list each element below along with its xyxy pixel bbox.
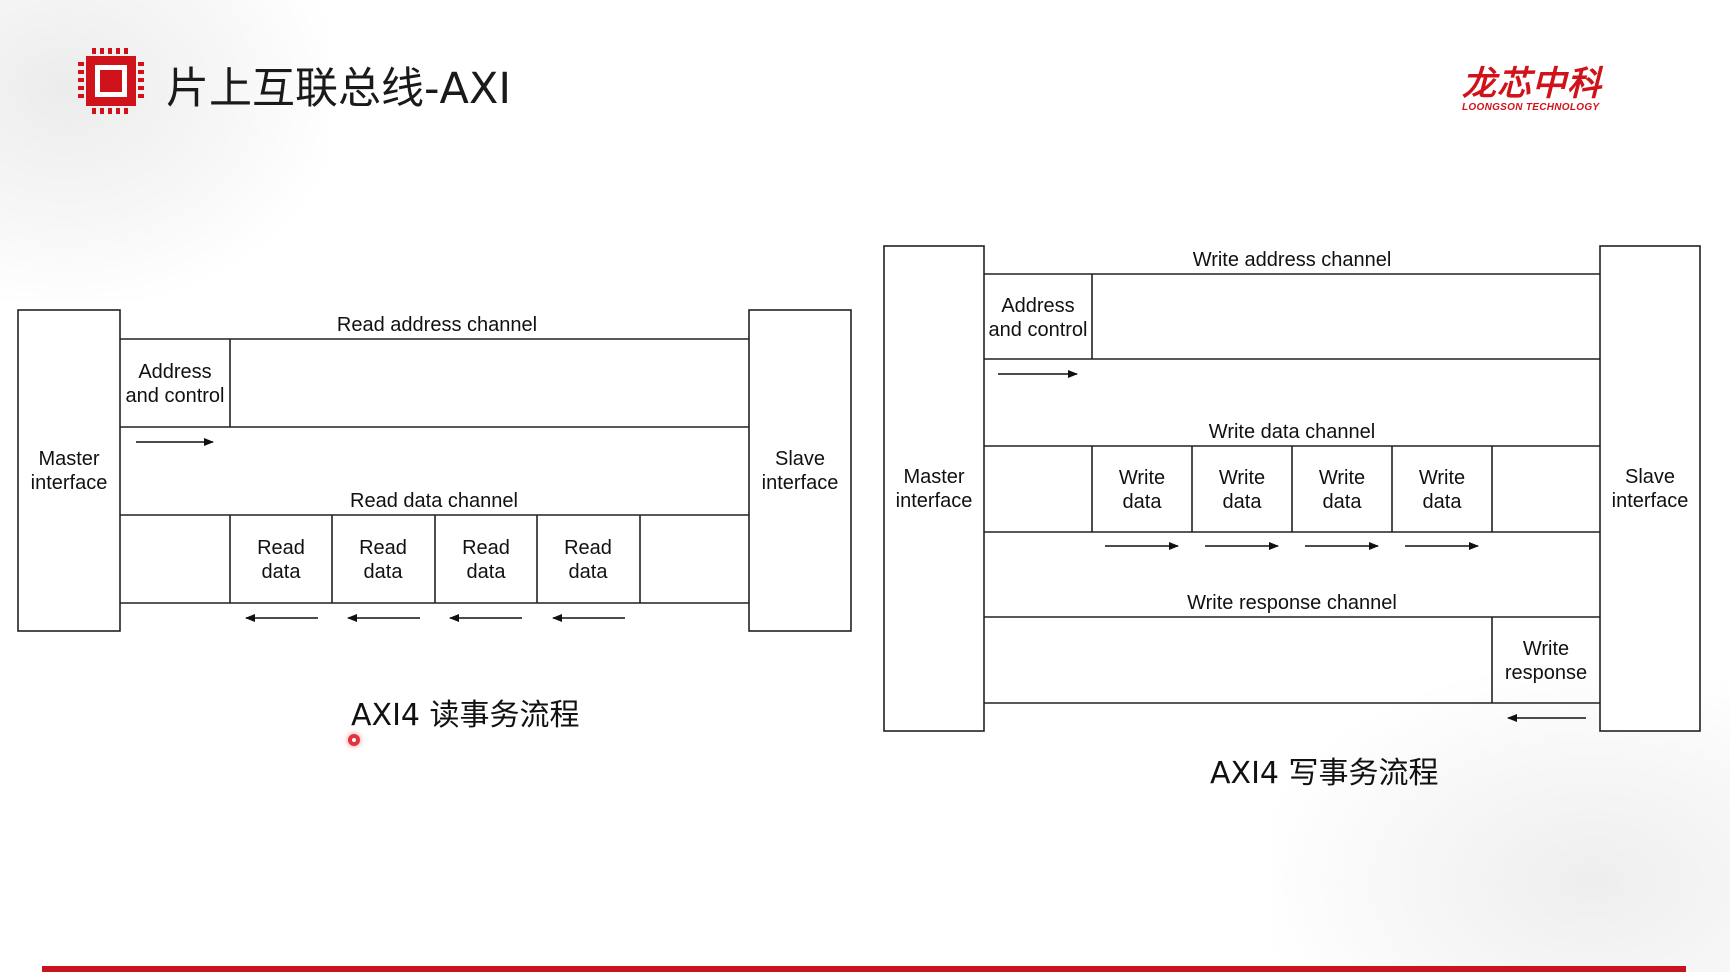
read-data-block-3-label-2: data [467, 561, 507, 583]
write-data-block-3-label-1: Write [1319, 467, 1365, 489]
write-resp-block-label-1: Write [1523, 638, 1569, 660]
read-addr-block-label-1: Address [138, 361, 211, 383]
logo-wordmark-en: LOONGSON TECHNOLOGY [1462, 102, 1600, 113]
read-master-label-2: interface [31, 472, 108, 494]
page-title: 片上互联总线-AXI [166, 64, 512, 114]
read-data-channel-label: Read data channel [350, 490, 518, 512]
write-diagram: Master interface Slave interface Write a… [883, 245, 1701, 732]
read-master-box [17, 309, 121, 632]
read-slave-box [748, 309, 852, 632]
laser-pointer-dot [348, 734, 360, 746]
write-data-block-3-label-2: data [1323, 491, 1363, 513]
read-slave-label-1: Slave [775, 448, 825, 470]
read-data-block-2-label-2: data [364, 561, 404, 583]
write-master-label-1: Master [903, 466, 964, 488]
write-caption: AXI4 写事务流程 [1210, 756, 1439, 791]
bottom-accent-bar [42, 966, 1686, 972]
write-slave-label-2: interface [1612, 490, 1689, 512]
write-slave-box [1599, 245, 1701, 732]
logo-wordmark-cn: 龙芯中科 [1462, 64, 1602, 104]
write-addr-block-label-2: and control [989, 319, 1088, 341]
write-data-block-4-label-2: data [1423, 491, 1463, 513]
read-data-block-4-label-1: Read [564, 537, 612, 559]
write-resp-block-label-2: response [1505, 662, 1587, 684]
read-data-block-3-label-1: Read [462, 537, 510, 559]
write-slave-label-1: Slave [1625, 466, 1675, 488]
read-data-block-1-label-2: data [262, 561, 302, 583]
read-diagram: Master interface Slave interface Read ad… [17, 309, 852, 632]
write-data-block-1-label-2: data [1123, 491, 1163, 513]
write-master-box [883, 245, 985, 732]
write-data-block-4-label-1: Write [1419, 467, 1465, 489]
read-data-block-1-label-1: Read [257, 537, 305, 559]
write-data-block-2-label-2: data [1223, 491, 1263, 513]
write-address-channel-label: Write address channel [1193, 249, 1392, 271]
read-data-block-4-label-2: data [569, 561, 609, 583]
chip-icon [78, 48, 144, 114]
company-logo: 龙芯中科 LOONGSON TECHNOLOGY [1462, 66, 1612, 114]
read-addr-block-label-2: and control [126, 385, 225, 407]
write-data-block-2-label-1: Write [1219, 467, 1265, 489]
read-slave-label-2: interface [762, 472, 839, 494]
write-addr-block-label-1: Address [1001, 295, 1074, 317]
read-data-block-2-label-1: Read [359, 537, 407, 559]
write-data-channel-label: Write data channel [1209, 421, 1375, 443]
background-pattern-left [0, 0, 330, 300]
write-response-channel-label: Write response channel [1187, 592, 1397, 614]
read-caption: AXI4 读事务流程 [351, 698, 580, 733]
read-master-label-1: Master [38, 448, 99, 470]
write-data-block-1-label-1: Write [1119, 467, 1165, 489]
read-address-channel-label: Read address channel [337, 314, 537, 336]
write-master-label-2: interface [896, 490, 973, 512]
